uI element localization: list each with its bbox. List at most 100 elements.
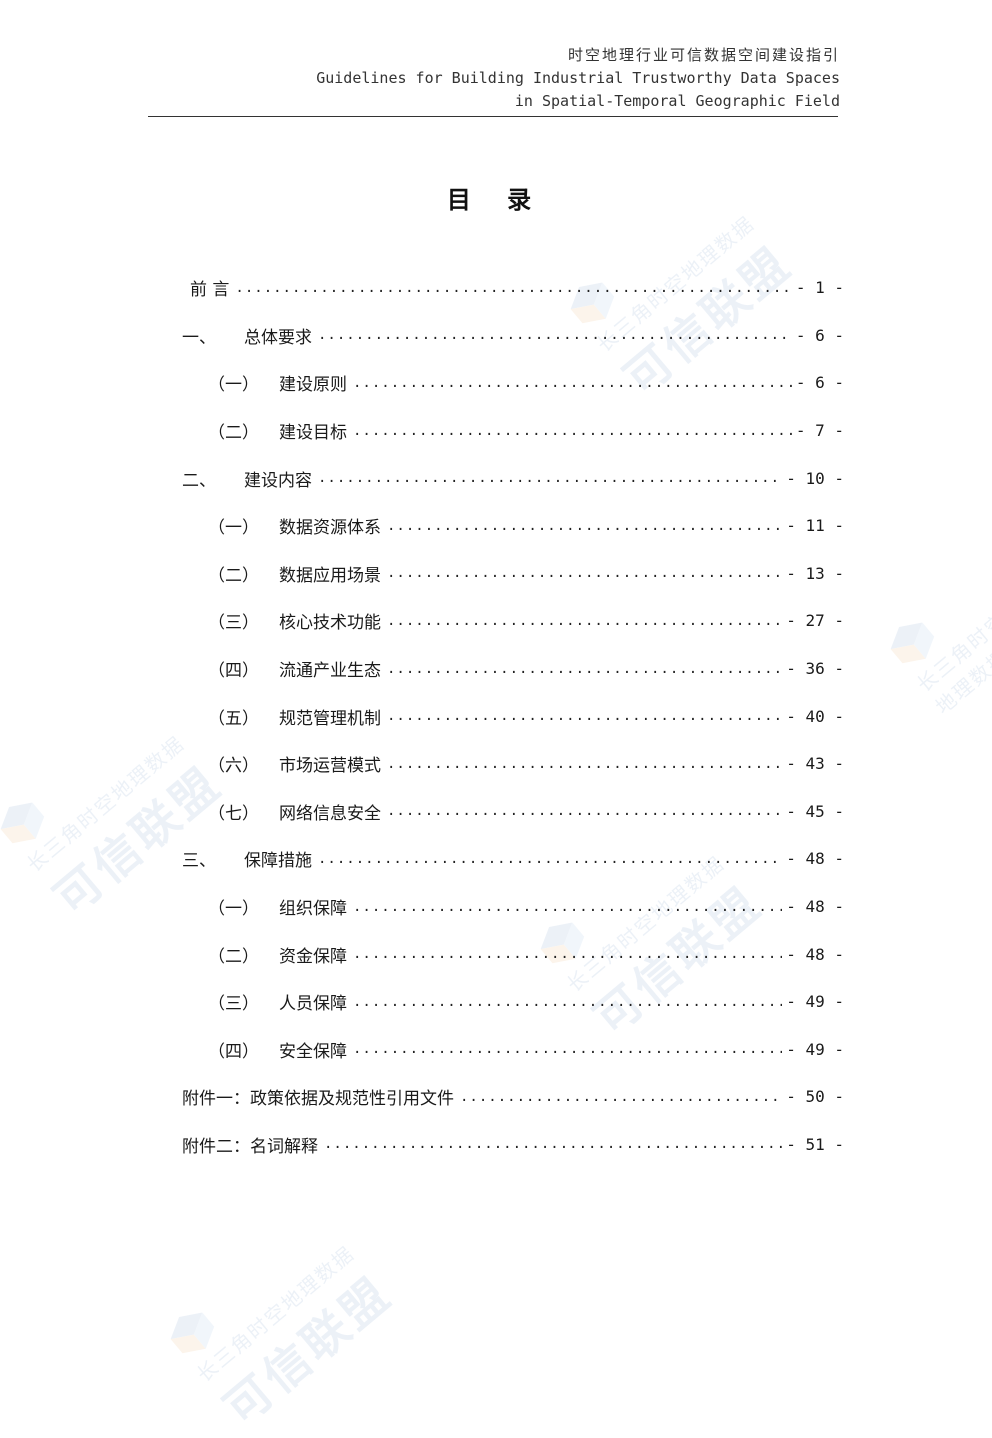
watermark-cube-icon (0, 802, 45, 844)
header-title-zh: 时空地理行业可信数据空间建设指引 (567, 46, 840, 64)
toc-entry[interactable]: （二）建设目标- 7 - (182, 407, 844, 455)
toc-entry-number: （四） (208, 661, 259, 682)
toc-dot-leader (387, 661, 782, 677)
watermark-small-text: 长三角时空地理数据 (912, 607, 992, 719)
toc-dot-leader (353, 423, 792, 439)
toc-dot-leader (235, 280, 791, 296)
toc-entry-page: - 40 - (786, 706, 844, 726)
toc-entry[interactable]: （五） 规范管理机制 - 40 - (182, 692, 844, 740)
toc-entry[interactable]: （三） 核心技术功能 - 27 - (182, 597, 844, 645)
toc-entry-number: 三、 (182, 851, 216, 872)
toc-dot-leader (324, 1136, 782, 1152)
toc-entry[interactable]: （三）人员保障- 49 - (182, 978, 844, 1026)
toc-entry-number: （六） (208, 756, 259, 777)
toc-entry-number: （三） (208, 994, 259, 1015)
toc-entry-page: - 48 - (786, 849, 844, 869)
table-of-contents: 前 言 - 1 - 一、 总体要求 - 6 - （一） 建设原则 - 6 - （二）建设目标- … (182, 264, 844, 1168)
toc-entry-label: 总体要求 (244, 327, 312, 348)
toc-entry[interactable]: 前 言 - 1 - (182, 264, 844, 312)
toc-entry-label: 人员保障 (279, 994, 347, 1015)
toc-entry-number: （一） (208, 518, 259, 539)
toc-entry-number: 一、 (182, 327, 216, 348)
toc-entry[interactable]: （六） 市场运营模式 - 43 - (182, 740, 844, 788)
toc-entry-page: - 51 - (786, 1134, 844, 1154)
toc-entry-number: （二） (208, 423, 259, 444)
toc-entry[interactable]: 三、 保障措施 - 48 - (182, 835, 844, 883)
toc-title: 目 录 (446, 185, 546, 214)
toc-entry-label: 前 言 (190, 280, 230, 301)
toc-entry[interactable]: 一、 总体要求 - 6 - (182, 312, 844, 360)
toc-entry[interactable]: （四） 安全保障 - 49 - (182, 1026, 844, 1074)
toc-entry-page: - 6 - (795, 373, 844, 393)
toc-entry-label: 建设原则 (279, 375, 347, 396)
toc-entry-number: （一） (208, 375, 259, 396)
toc-entry-number: （一） (208, 899, 259, 920)
header-title-en-line1: Guidelines for Building Industrial Trust… (316, 69, 840, 87)
toc-entry-number: 二、 (182, 470, 216, 491)
toc-entry-label: 安全保障 (279, 1041, 347, 1062)
toc-entry-page: - 49 - (786, 1039, 844, 1059)
toc-dot-leader (387, 803, 782, 819)
toc-entry-label: 市场运营模式 (279, 756, 381, 777)
watermark-small-text: 长三角时空地理数据 (192, 1241, 360, 1387)
toc-entry-number: （二） (208, 946, 259, 967)
toc-entry[interactable]: 二、 建设内容 - 10 - (182, 454, 844, 502)
toc-entry-page: - 13 - (786, 563, 844, 583)
toc-entry-label: 网络信息安全 (279, 803, 381, 824)
watermark-small-text: 长三角时空地理数据 (22, 731, 190, 877)
toc-entry[interactable]: （二） 数据应用场景 - 13 - (182, 550, 844, 598)
watermark: 长三角时空地理数据 (880, 568, 992, 720)
watermark-cube-icon (890, 622, 935, 664)
toc-entry[interactable]: 附件一：政策依据及规范性引用文件- 50 - (182, 1073, 844, 1121)
toc-dot-leader (387, 756, 782, 772)
header-title-en-line2: in Spatial-Temporal Geographic Field (514, 92, 840, 110)
toc-entry-label: 数据应用场景 (279, 565, 381, 586)
toc-entry[interactable]: （四） 流通产业生态 - 36 - (182, 645, 844, 693)
toc-entry-number: （五） (208, 708, 259, 729)
toc-entry-label: 附件二：名词解释 (182, 1136, 318, 1157)
toc-entry[interactable]: （一） 组织保障 - 48 - (182, 883, 844, 931)
toc-entry-page: - 11 - (786, 516, 844, 536)
toc-entry-label: 组织保障 (279, 899, 347, 920)
toc-entry-page: - 43 - (786, 754, 844, 774)
toc-dot-leader (387, 565, 782, 581)
toc-entry-page: - 1 - (795, 278, 844, 298)
toc-dot-leader (318, 851, 782, 867)
toc-entry[interactable]: 附件二：名词解释 - 51 - (182, 1121, 844, 1169)
watermark-cube-icon (170, 1312, 215, 1354)
toc-entry-page: - 36 - (786, 659, 844, 679)
toc-entry[interactable]: （一） 建设原则 - 6 - (182, 359, 844, 407)
toc-entry-label: 建设内容 (244, 470, 312, 491)
toc-entry-page: - 6 - (795, 325, 844, 345)
toc-dot-leader (387, 518, 782, 534)
toc-dot-leader (353, 994, 782, 1010)
toc-entry-label: 数据资源体系 (279, 518, 381, 539)
toc-dot-leader (353, 1041, 782, 1057)
toc-entry-page: - 48 - (786, 944, 844, 964)
toc-entry-page: - 27 - (786, 611, 844, 631)
toc-entry[interactable]: （七） 网络信息安全 - 45 - (182, 788, 844, 836)
toc-entry-page: - 48 - (786, 897, 844, 917)
toc-entry-number: （三） (208, 613, 259, 634)
toc-entry-number: （四） (208, 1041, 259, 1062)
toc-entry-label: 规范管理机制 (279, 708, 381, 729)
running-header: 时空地理行业可信数据空间建设指引 Guidelines for Building… (316, 44, 840, 113)
toc-entry[interactable]: （一） 数据资源体系 - 11 - (182, 502, 844, 550)
toc-dot-leader (387, 613, 782, 629)
toc-entry-page: - 10 - (786, 468, 844, 488)
toc-entry-label: 保障措施 (244, 851, 312, 872)
toc-dot-leader (353, 899, 782, 915)
toc-entry-number: （七） (208, 803, 259, 824)
watermark-big-text: 可信联盟 (213, 1265, 402, 1436)
toc-entry-page: - 7 - (795, 421, 844, 441)
toc-dot-leader (353, 375, 792, 391)
toc-dot-leader (387, 708, 782, 724)
toc-entry[interactable]: （二）资金保障- 48 - (182, 930, 844, 978)
toc-dot-leader (353, 946, 782, 962)
toc-entry-number: （二） (208, 565, 259, 586)
toc-entry-label: 附件一：政策依据及规范性引用文件 (182, 1089, 454, 1110)
header-divider (148, 116, 838, 117)
toc-entry-page: - 45 - (786, 801, 844, 821)
toc-entry-label: 核心技术功能 (279, 613, 381, 634)
toc-entry-label: 流通产业生态 (279, 661, 381, 682)
